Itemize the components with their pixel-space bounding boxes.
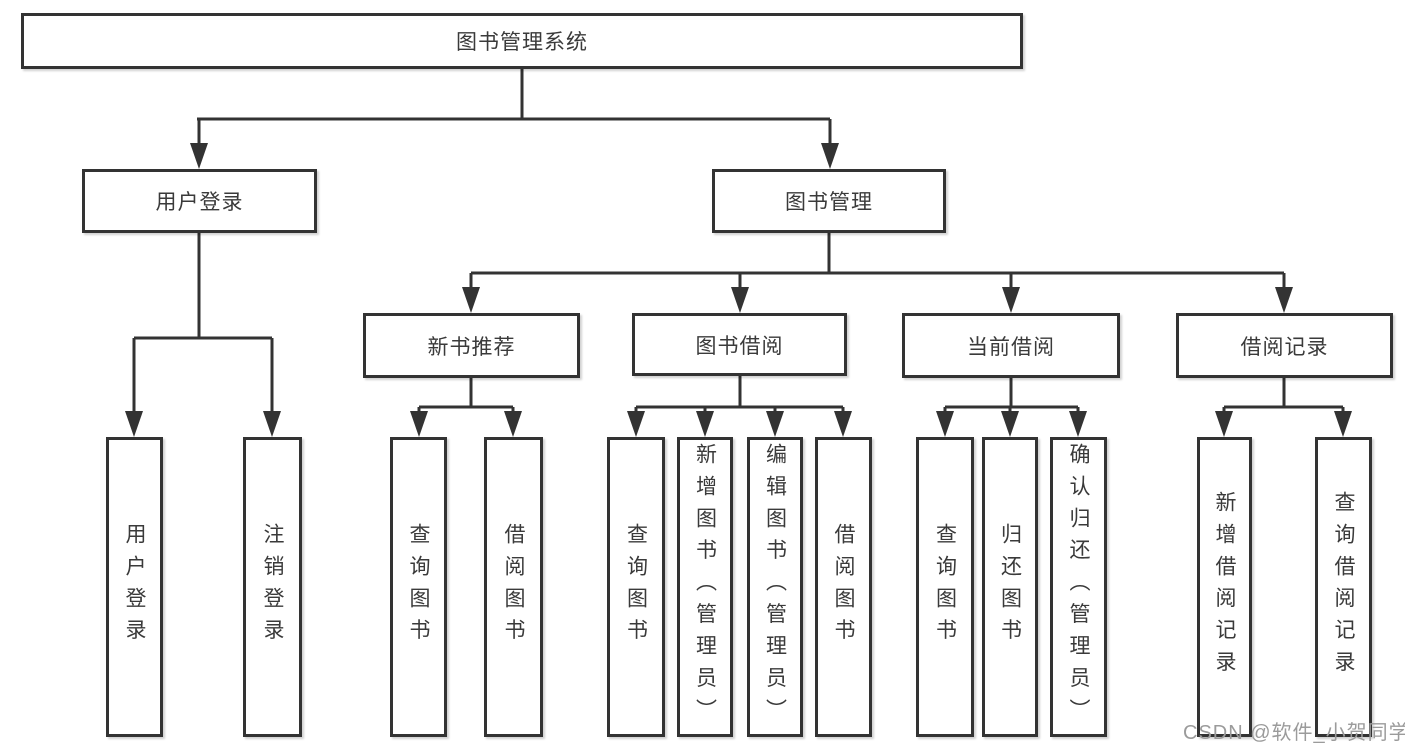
arrow-down-icon	[1002, 287, 1020, 313]
leaf-add-books-admin: 新增图书（管理员）	[677, 437, 733, 737]
arrow-down-icon	[731, 287, 749, 313]
leaf-query-books-recommend: 查询图书	[390, 437, 447, 737]
arrow-down-icon	[125, 411, 143, 437]
node-current-borrow: 当前借阅	[902, 313, 1120, 378]
node-new-book-recommend: 新书推荐	[363, 313, 580, 378]
arrow-down-icon	[1275, 287, 1293, 313]
connector-paths	[132, 69, 1345, 414]
leaf-borrow-books-recommend: 借阅图书	[484, 437, 543, 737]
node-borrow-records: 借阅记录	[1176, 313, 1393, 378]
arrow-down-icon	[1334, 411, 1352, 437]
arrow-down-icon	[627, 411, 645, 437]
arrow-down-icon	[766, 411, 784, 437]
node-root-system: 图书管理系统	[21, 13, 1023, 69]
arrow-down-icon	[410, 411, 428, 437]
leaf-borrow-books: 借阅图书	[815, 437, 872, 737]
arrow-down-icon	[504, 411, 522, 437]
arrow-down-icon	[263, 411, 281, 437]
arrow-down-icon	[1215, 411, 1233, 437]
arrow-down-icon	[696, 411, 714, 437]
node-book-borrow: 图书借阅	[632, 313, 847, 376]
leaf-return-books: 归还图书	[982, 437, 1038, 737]
arrow-down-icon	[1001, 411, 1019, 437]
leaf-add-borrow-record: 新增借阅记录	[1197, 437, 1252, 737]
arrow-down-icon	[190, 143, 208, 169]
leaf-query-books-current: 查询图书	[916, 437, 974, 737]
leaf-confirm-return-admin: 确认归还（管理员）	[1050, 437, 1107, 737]
leaf-query-books-borrow: 查询图书	[607, 437, 665, 737]
arrow-down-icon	[462, 287, 480, 313]
leaf-query-borrow-record: 查询借阅记录	[1315, 437, 1372, 737]
arrow-down-icon	[834, 411, 852, 437]
leaf-user-login: 用户登录	[106, 437, 163, 737]
node-book-management: 图书管理	[712, 169, 946, 233]
arrow-down-icon	[821, 143, 839, 169]
node-user-login: 用户登录	[82, 169, 317, 233]
arrowheads	[125, 143, 1352, 437]
leaf-edit-books-admin: 编辑图书（管理员）	[747, 437, 803, 737]
leaf-logout: 注销登录	[243, 437, 302, 737]
arrow-down-icon	[936, 411, 954, 437]
csdn-watermark: CSDN @软件_小贺同学	[1183, 722, 1405, 744]
arrow-down-icon	[1069, 411, 1087, 437]
